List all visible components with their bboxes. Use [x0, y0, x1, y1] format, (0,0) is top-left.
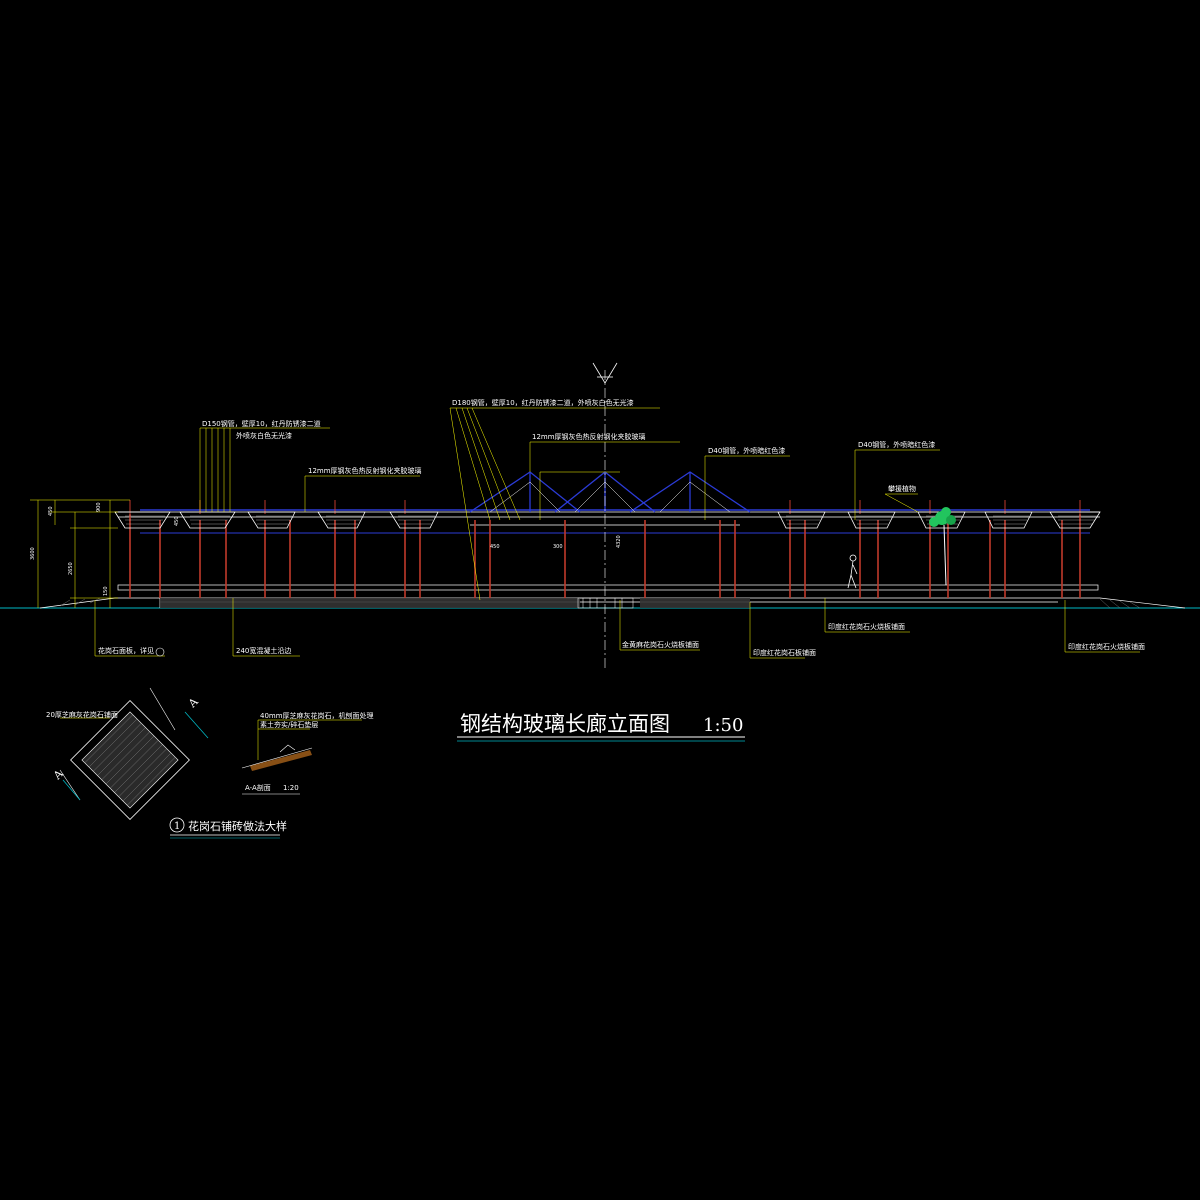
glass-stripes [125, 515, 1097, 525]
section-scale: 1:20 [283, 784, 299, 792]
leader-lines [94, 407, 1140, 659]
dim-d2: 450 [490, 544, 500, 550]
note-d150-line2: 外喷灰白色无光漆 [236, 431, 292, 440]
left-dimensions [30, 499, 130, 608]
plant-icon [929, 507, 956, 586]
section-mark-a1: A [185, 695, 201, 711]
human-figure [847, 554, 858, 589]
dim-h-base: 150 [103, 586, 109, 596]
main-title: 钢结构玻璃长廊立面图 [460, 712, 670, 736]
section-mark-a2: A [50, 767, 66, 783]
note-d40-right: D40钢管，外喷暗红色漆 [858, 440, 935, 449]
dim-h-roof: 900 [96, 502, 102, 512]
detail-title: 花岗石铺砖做法大样 [188, 819, 287, 833]
dim-d4: 300 [553, 544, 563, 550]
right-ramp [1058, 597, 1186, 609]
main-scale: 1:50 [703, 715, 743, 736]
note-d150: D150钢管，壁厚10，红丹防锈漆二道 [202, 419, 321, 428]
detail-note: 20厚芝麻灰花岗石铺面 [46, 710, 118, 719]
columns [129, 514, 1081, 598]
note-bottom-4: 印度红花岗石板铺面 [753, 648, 816, 657]
note-d180: D180钢管，壁厚10，红丹防锈漆二道，外喷灰白色无光漆 [452, 398, 634, 407]
roof-pyramids [469, 471, 751, 513]
paving-band-right [640, 598, 750, 608]
dim-h-top: 450 [48, 506, 54, 516]
dim-h-total: 3600 [30, 547, 36, 560]
note-bottom-6: 印度红花岗石火烧板铺面 [1068, 642, 1145, 651]
section-note-2: 素土夯实/碎石垫层 [260, 720, 318, 729]
ramp-hatch [59, 597, 1141, 609]
note-glass-left: 12mm厚钢灰色热反射钢化夹胶玻璃 [308, 466, 422, 475]
section-note-1: 40mm厚芝麻灰花岗石，机刨面处理 [260, 711, 374, 720]
dim-h-column: 2650 [68, 562, 74, 575]
dim-d1: 450 [174, 516, 180, 526]
note-bottom-5: 印度红花岗石火烧板铺面 [828, 622, 905, 631]
left-ramp [39, 597, 161, 609]
detail-ref-circle [155, 647, 165, 657]
detail-number: 1 [174, 821, 180, 832]
roof-pyramids-inner [489, 481, 731, 513]
detail-number-circle [169, 817, 185, 833]
section-aa [241, 719, 362, 771]
dim-d3: 4320 [616, 535, 622, 548]
note-bottom-1: 花岗石面板，详见 [98, 646, 154, 655]
center-steps [577, 597, 634, 609]
note-bottom-3: 金黄麻花岗石火烧板铺面 [622, 640, 699, 649]
note-plant: 攀援植物 [888, 484, 916, 493]
section-title: A-A剖面 [245, 783, 271, 792]
note-glass-center: 12mm厚钢灰色热反射钢化夹胶玻璃 [532, 432, 646, 441]
paving-detail [59, 687, 209, 820]
north-arrow-icon [592, 362, 618, 384]
paving-band [160, 598, 580, 608]
note-d40: D40钢管，外喷暗红色漆 [708, 446, 785, 455]
note-bottom-2: 240宽混凝土沿边 [236, 646, 291, 655]
